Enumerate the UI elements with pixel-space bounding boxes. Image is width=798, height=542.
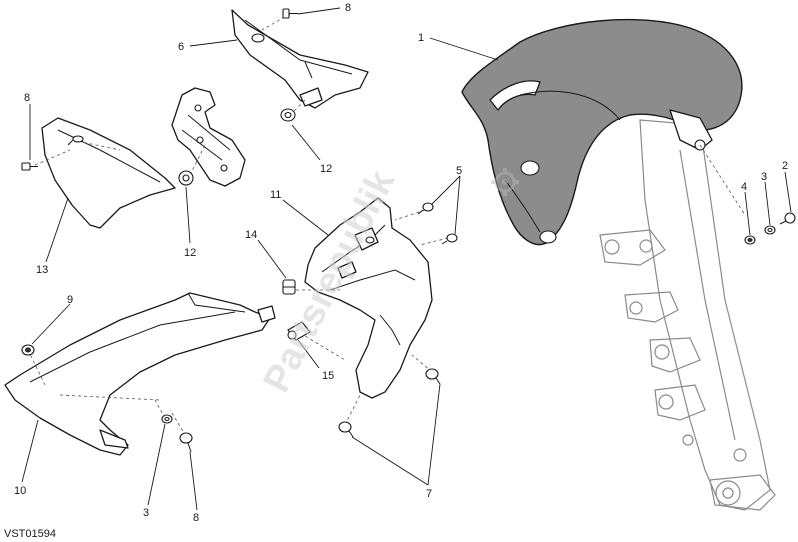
- callout-5: 5: [456, 165, 462, 177]
- screw-icon: [21, 162, 38, 171]
- washer-icon: [161, 414, 173, 424]
- callout-2: 2: [782, 160, 788, 172]
- callout-8: 8: [193, 512, 199, 524]
- front-mudguard-part-1: [461, 18, 743, 246]
- mounting-bracket: [171, 87, 246, 187]
- screw-icon: [425, 368, 441, 385]
- callout-7: 7: [426, 488, 432, 500]
- callout-4: 4: [741, 181, 747, 193]
- callout-8: 8: [345, 2, 351, 14]
- screw-icon: [282, 8, 298, 19]
- front-fork-outline: [599, 119, 776, 511]
- washer-icon: [744, 235, 756, 245]
- callout-10: 10: [14, 485, 26, 497]
- screw-icon: [779, 212, 796, 225]
- grommet-icon: [21, 344, 35, 356]
- lower-fairing-part-10: [4, 292, 276, 456]
- assembly-lines: [27, 13, 746, 437]
- screw-icon: [338, 421, 354, 438]
- rubber-bushing-icon: [280, 108, 296, 122]
- screw-icon: [179, 432, 193, 453]
- callout-12: 12: [184, 247, 196, 259]
- callout-8: 8: [24, 92, 30, 104]
- callout-6: 6: [178, 41, 184, 53]
- gear-icon: [491, 168, 519, 196]
- callout-13: 13: [36, 264, 48, 276]
- drawing-code: VST01594: [4, 528, 56, 540]
- callout-3: 3: [143, 507, 149, 519]
- screw-icon: [441, 233, 458, 245]
- callout-3: 3: [761, 171, 767, 183]
- front-inner-cover-part-11: [304, 197, 433, 399]
- spacer-icon: [287, 321, 311, 341]
- left-side-cover-part-13: [41, 117, 176, 229]
- rubber-bushing-icon: [178, 170, 194, 186]
- callout-9: 9: [67, 294, 73, 306]
- leader-lines: [21, 7, 792, 511]
- spacer-icon: [282, 279, 296, 295]
- callout-15: 15: [322, 370, 334, 382]
- screw-icon: [417, 202, 434, 215]
- callout-11: 11: [270, 189, 281, 201]
- callout-1: 1: [418, 32, 424, 44]
- callout-12: 12: [320, 163, 332, 175]
- washer-icon: [764, 225, 776, 235]
- callout-numbers: 1 2 3 4 5 6 8 8 12 13 12 11 14 9 15 10 3…: [14, 2, 788, 524]
- callout-14: 14: [245, 229, 257, 241]
- hardware: [21, 8, 796, 453]
- upper-side-cover-part-6: [231, 9, 369, 109]
